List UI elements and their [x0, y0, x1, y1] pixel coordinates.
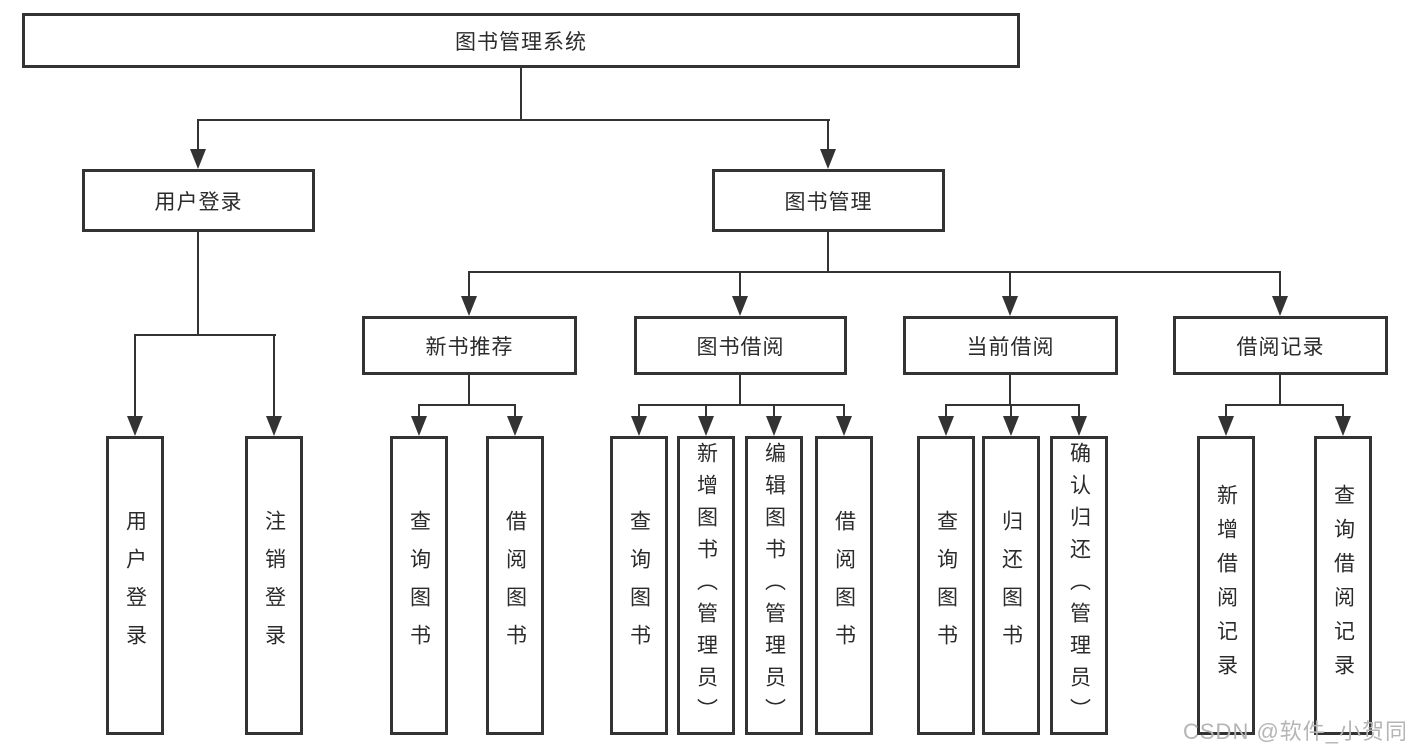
- connector-drop: [514, 404, 516, 416]
- connector-drop: [638, 404, 640, 416]
- node-borrow-records: 借阅记录: [1173, 316, 1388, 375]
- node-label: 查询图书: [627, 509, 651, 662]
- node-label: 当前借阅: [966, 335, 1055, 359]
- arrowhead-icon: [1218, 416, 1234, 436]
- node-label: 借阅图书: [832, 509, 856, 662]
- connector-drop: [1342, 404, 1344, 416]
- arrowhead-icon: [820, 149, 836, 169]
- node-label: 用户登录: [154, 190, 243, 214]
- arrowhead-icon: [190, 149, 206, 169]
- connector-stem: [197, 232, 199, 336]
- connector-drop: [273, 334, 275, 416]
- arrowhead-icon: [461, 296, 477, 316]
- connector-drop: [418, 404, 420, 416]
- connector-drop: [705, 404, 707, 416]
- leaf-add-borrow-record: 新增借阅记录: [1197, 436, 1255, 735]
- node-label: 新书推荐: [425, 335, 514, 359]
- leaf-borrow-books: 借阅图书: [815, 436, 873, 735]
- node-label: 借阅记录: [1236, 335, 1325, 359]
- node-label: 用户登录: [123, 509, 147, 662]
- arrowhead-icon: [698, 416, 714, 436]
- leaf-query-books-recommend: 查询图书: [390, 436, 448, 735]
- node-book-borrow: 图书借阅: [634, 316, 847, 375]
- node-label: 借阅图书: [503, 509, 527, 662]
- node-book-management: 图书管理: [712, 169, 945, 232]
- arrowhead-icon: [1002, 296, 1018, 316]
- arrowhead-icon: [127, 416, 143, 436]
- connector-drop: [197, 119, 199, 149]
- connector-drop: [1225, 404, 1227, 416]
- connector-drop: [1078, 404, 1080, 416]
- connector-stem: [739, 375, 741, 406]
- connector-drop: [468, 271, 470, 296]
- arrowhead-icon: [836, 416, 852, 436]
- arrowhead-icon: [1272, 296, 1288, 316]
- arrowhead-icon: [1003, 416, 1019, 436]
- connector-drop: [134, 334, 136, 416]
- connector-drop: [773, 404, 775, 416]
- connector-drop: [1009, 271, 1011, 296]
- connector-stem: [827, 232, 829, 273]
- connector-hline: [197, 119, 830, 121]
- node-user-login: 用户登录: [82, 169, 315, 232]
- leaf-return-books: 归还图书: [982, 436, 1040, 735]
- connector-hline: [468, 271, 1281, 273]
- arrowhead-icon: [411, 416, 427, 436]
- node-label: 注销登录: [262, 509, 286, 662]
- connector-stem: [1009, 375, 1011, 406]
- connector-drop: [827, 119, 829, 149]
- connector-stem: [468, 375, 470, 406]
- connector-hline: [134, 334, 276, 336]
- connector-stem: [1279, 375, 1281, 406]
- leaf-user-login: 用户登录: [106, 436, 164, 735]
- leaf-logout: 注销登录: [245, 436, 303, 735]
- node-label: 图书借阅: [696, 335, 785, 359]
- node-current-borrow: 当前借阅: [903, 316, 1118, 375]
- node-library-management-system: 图书管理系统: [22, 13, 1020, 68]
- node-new-book-recommend: 新书推荐: [362, 316, 577, 375]
- leaf-edit-book-admin: 编辑图书（管理员）: [745, 436, 803, 735]
- arrowhead-icon: [1335, 416, 1351, 436]
- connector-drop: [945, 404, 947, 416]
- leaf-confirm-return-admin: 确认归还（管理员）: [1050, 436, 1108, 735]
- connector-drop: [739, 271, 741, 296]
- arrowhead-icon: [938, 416, 954, 436]
- leaf-query-books-borrow: 查询图书: [610, 436, 668, 735]
- connector-hline: [945, 404, 1080, 406]
- arrowhead-icon: [507, 416, 523, 436]
- leaf-add-book-admin: 新增图书（管理员）: [677, 436, 735, 735]
- node-label: 查询图书: [407, 509, 431, 662]
- connector-drop: [843, 404, 845, 416]
- arrowhead-icon: [266, 416, 282, 436]
- connector-drop: [1010, 404, 1012, 416]
- node-label: 查询图书: [934, 509, 958, 662]
- connector-drop: [1279, 271, 1281, 296]
- leaf-query-books-current: 查询图书: [917, 436, 975, 735]
- node-label: 新增借阅记录: [1214, 483, 1238, 688]
- connector-hline: [1225, 404, 1344, 406]
- node-label: 查询借阅记录: [1331, 483, 1355, 688]
- leaf-borrow-books-recommend: 借阅图书: [486, 436, 544, 735]
- connector-hline: [418, 404, 516, 406]
- node-label: 图书管理系统: [455, 30, 587, 54]
- arrowhead-icon: [631, 416, 647, 436]
- node-label: 图书管理: [784, 190, 873, 214]
- connector-stem: [520, 68, 522, 121]
- node-label: 确认归还（管理员）: [1067, 441, 1091, 730]
- leaf-query-borrow-record: 查询借阅记录: [1314, 436, 1372, 735]
- node-label: 编辑图书（管理员）: [762, 441, 786, 730]
- arrowhead-icon: [1071, 416, 1087, 436]
- node-label: 新增图书（管理员）: [694, 441, 718, 730]
- arrowhead-icon: [766, 416, 782, 436]
- csdn-watermark: CSDN @软件_小贺同学: [1183, 719, 1405, 744]
- arrowhead-icon: [732, 296, 748, 316]
- node-label: 归还图书: [999, 509, 1023, 662]
- connector-hline: [638, 404, 845, 406]
